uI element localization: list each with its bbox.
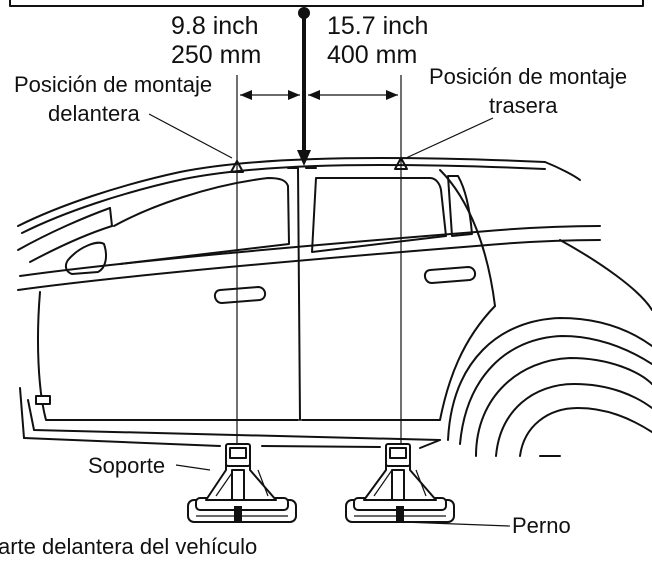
front-distance-inch: 9.8 inch bbox=[171, 12, 259, 40]
rear-bracket bbox=[345, 443, 455, 523]
reference-pillar-arrow bbox=[297, 7, 311, 166]
front-distance-mm: 250 mm bbox=[171, 41, 261, 69]
front-bracket bbox=[187, 443, 297, 523]
top-frame bbox=[9, 0, 644, 7]
vehicle-front-label: arte delantera del vehículo bbox=[0, 534, 257, 558]
dimension-lines bbox=[236, 75, 402, 455]
car-body bbox=[17, 157, 652, 457]
rear-distance-inch: 15.7 inch bbox=[327, 12, 428, 40]
front-mount-label-line1: Posición de montaje bbox=[14, 72, 212, 97]
front-mount-label-line2: delantera bbox=[48, 101, 141, 126]
rear-mount-label-line1: Posición de montaje bbox=[429, 64, 627, 89]
bolt-label: Perno bbox=[512, 513, 571, 538]
bracket-label: Soporte bbox=[88, 453, 165, 478]
rear-mount-label-line2: trasera bbox=[489, 93, 558, 118]
rear-distance-mm: 400 mm bbox=[327, 41, 417, 69]
